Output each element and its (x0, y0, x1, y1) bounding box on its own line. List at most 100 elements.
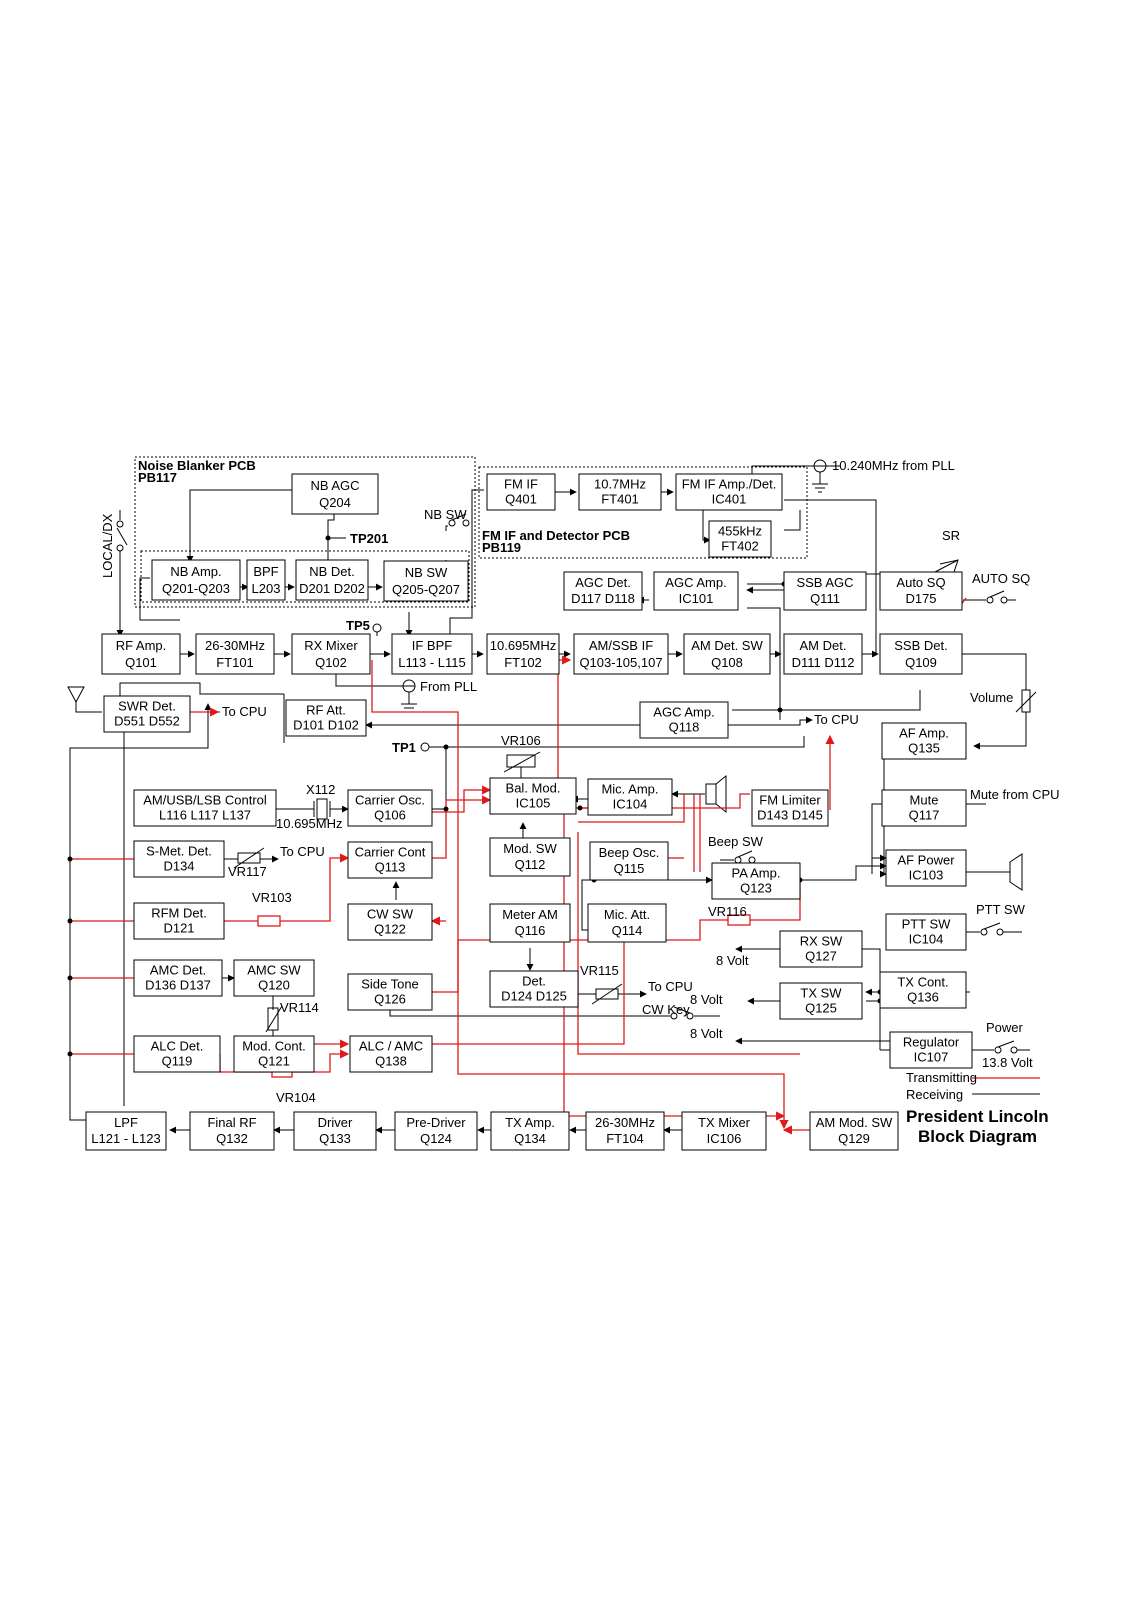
block-part: D143 D145 (757, 808, 823, 823)
block-part: Q103-105,107 (579, 655, 662, 670)
block-box (885, 913, 967, 951)
block-box (578, 473, 662, 511)
block-box (391, 633, 473, 675)
block-part: Q108 (711, 655, 743, 670)
block-box (779, 930, 863, 968)
block-name: NB SW (405, 565, 448, 580)
block-name: FM Limiter (759, 792, 821, 807)
fm-pcb-name: FM IF and Detector PCB (482, 528, 630, 543)
block-part: Q120 (258, 978, 290, 993)
block-name: 455kHz (718, 523, 762, 538)
block-rf-att: RF Att.D101 D102 (285, 699, 367, 737)
block-swr-det: SWR Det.D551 D552 (103, 695, 191, 733)
block-part: Q127 (805, 949, 837, 964)
block-part: Q132 (216, 1131, 248, 1146)
block-name: Meter AM (502, 907, 558, 922)
block-box (879, 571, 963, 611)
block-box (133, 1035, 221, 1073)
block-part: D136 D137 (145, 978, 211, 993)
label-nb-sw: NB SW (424, 507, 467, 522)
block-s-met: S-Met. Det.D134 (133, 840, 225, 878)
block-name: AM Det. (800, 638, 847, 653)
block-name: Pre-Driver (406, 1115, 466, 1130)
block-af-amp: AF Amp.Q135 (881, 722, 967, 760)
block-box (133, 840, 225, 878)
diagram-subtitle: Block Diagram (918, 1127, 1037, 1146)
block-part: Q122 (374, 922, 406, 937)
block-part: D551 D552 (114, 714, 180, 729)
block-part: D201 D202 (299, 581, 365, 596)
label-tp5: TP5 (346, 618, 370, 633)
block-part: FT402 (721, 539, 759, 554)
block-part: Q124 (420, 1131, 452, 1146)
block-box (708, 520, 772, 558)
label-vr115: VR115 (580, 963, 619, 978)
block-part: Q102 (315, 655, 347, 670)
block-part: FT102 (504, 655, 542, 670)
block-name: ALC Det. (151, 1038, 204, 1053)
label-8-volt-1: 8 Volt (716, 953, 749, 968)
block-box (489, 837, 571, 877)
block-part: D117 D118 (571, 591, 635, 606)
block-box (383, 560, 469, 602)
block-name: BPF (253, 564, 278, 579)
block-part: IC104 (613, 797, 648, 812)
block-name: 10.695MHz (490, 638, 556, 653)
block-name: Det. (522, 973, 546, 988)
block-box (347, 789, 433, 827)
block-part: Q138 (375, 1054, 407, 1069)
label-volume: Volume (970, 690, 1013, 705)
block-name: RF Amp. (116, 638, 167, 653)
block-part: D134 (163, 859, 194, 874)
block-name: AMC SW (247, 962, 301, 977)
block-box (587, 903, 667, 943)
block-box (490, 1111, 570, 1151)
block-part: FT101 (216, 655, 254, 670)
block-name: AM/SSB IF (589, 638, 653, 653)
label-8-volt-3: 8 Volt (690, 1026, 723, 1041)
block-part: L113 - L115 (398, 655, 465, 670)
label-sr: SR (942, 528, 960, 543)
block-name: Bal. Mod. (506, 780, 561, 795)
block-name: 26-30MHz (205, 638, 265, 653)
block-name: Driver (318, 1115, 353, 1130)
block-part: L121 - L123 (91, 1131, 160, 1146)
block-part: Q118 (669, 720, 700, 735)
transmitting-lines (70, 597, 1040, 1135)
block-fm-amp-det: FM IF Amp./Det.IC401 (675, 473, 783, 511)
block-tx-cont: TX Cont.Q136 (879, 971, 967, 1009)
block-name: FM IF Amp./Det. (682, 476, 777, 491)
block-box (683, 633, 771, 675)
block-box (587, 778, 673, 816)
block-name: PA Amp. (732, 865, 781, 880)
block-box (101, 633, 181, 675)
block-box (394, 1111, 478, 1151)
block-box (675, 473, 783, 511)
block-alc-det: ALC Det.Q119 (133, 1035, 221, 1073)
block-part: Q101 (125, 655, 157, 670)
label-from-pll: From PLL (420, 679, 477, 694)
block-part: D121 (163, 921, 194, 936)
block-part: Q109 (905, 655, 937, 670)
block-part: FT401 (601, 492, 639, 507)
label-8-volt-2: 8 Volt (690, 992, 723, 1007)
label-to-cpu-2: To CPU (814, 712, 859, 727)
block-name: Side Tone (361, 976, 419, 991)
